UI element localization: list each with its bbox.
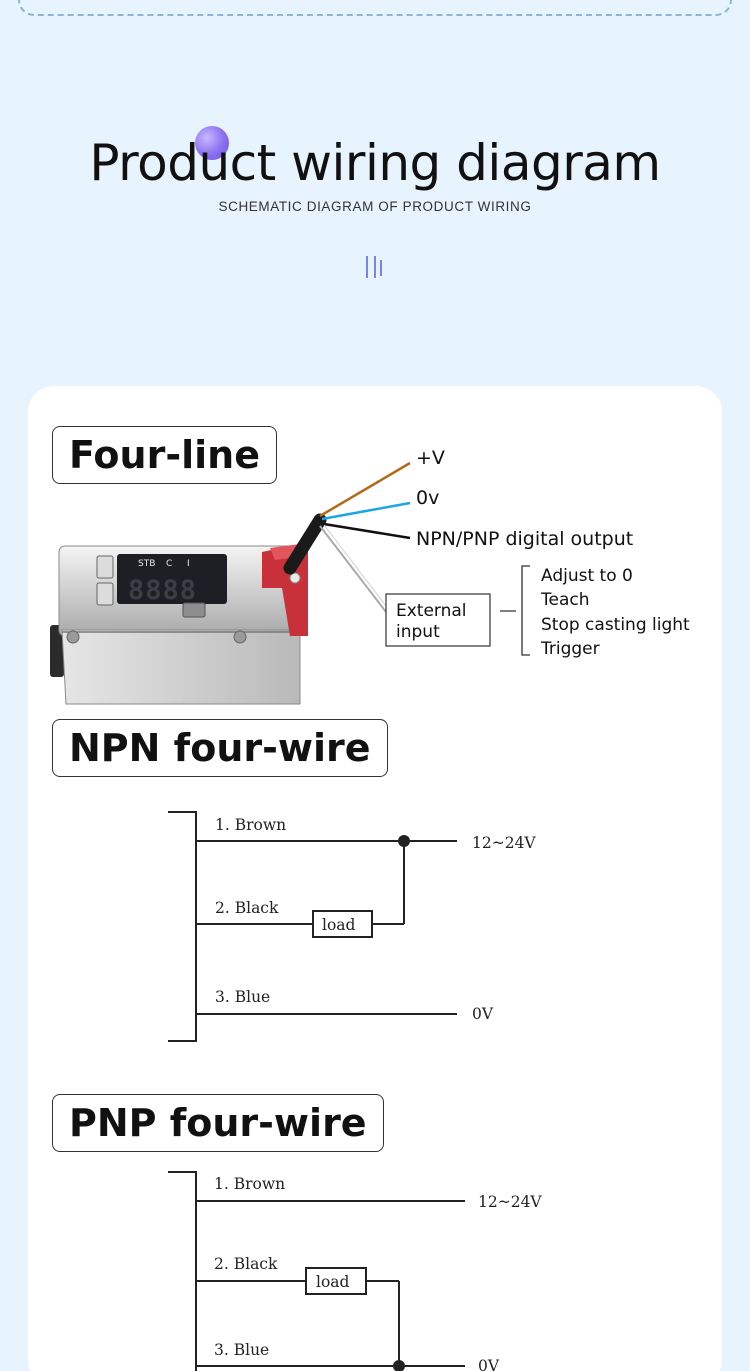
sensor-display xyxy=(117,554,227,604)
sensor-device: STB C I 8888 xyxy=(50,513,327,705)
display-label-i: I xyxy=(187,559,190,569)
npn-heading: NPN four-wire xyxy=(52,719,388,777)
npn-ground-label: 0V xyxy=(472,1005,494,1023)
wire-label-output: NPN/PNP digital output xyxy=(416,528,633,550)
pnp-load-label: load xyxy=(316,1273,350,1291)
decorative-bars-icon xyxy=(366,256,384,278)
function-stop: Stop casting light xyxy=(541,615,690,635)
function-adjust: Adjust to 0 xyxy=(541,566,633,586)
display-label-c: C xyxy=(166,559,172,569)
npn-schematic xyxy=(168,811,457,1042)
function-brace xyxy=(500,565,530,656)
decorative-orb xyxy=(195,126,229,160)
page-subtitle: SCHEMATIC DIAGRAM OF PRODUCT WIRING xyxy=(218,199,532,214)
npn-wire-blue: 3. Blue xyxy=(215,988,270,1006)
pnp-load-box xyxy=(305,1267,367,1295)
pnp-heading: PNP four-wire xyxy=(52,1094,384,1152)
npn-load-box xyxy=(312,910,373,938)
npn-wire-brown: 1. Brown xyxy=(215,816,286,834)
sensor-front xyxy=(61,629,301,705)
sensor-tab xyxy=(182,602,206,618)
screw-left xyxy=(66,630,80,644)
npn-junction xyxy=(398,835,410,847)
pnp-wire-brown: 1. Brown xyxy=(214,1175,285,1193)
npn-wire-black: 2. Black xyxy=(215,899,279,917)
display-digits: 8888 xyxy=(128,575,197,606)
sensor-lens-block xyxy=(50,625,64,677)
npn-supply-label: 12~24V xyxy=(472,834,536,852)
wire-label-zero-v: 0v xyxy=(416,487,439,509)
screw-right xyxy=(233,630,247,644)
wire-black xyxy=(323,522,411,540)
four-line-heading: Four-line xyxy=(52,426,277,484)
function-teach: Teach xyxy=(540,590,590,610)
cable xyxy=(283,513,327,575)
pnp-supply-label: 12~24V xyxy=(478,1193,542,1211)
external-input-box xyxy=(385,593,491,647)
external-input-line2: input xyxy=(396,622,440,642)
pnp-schematic xyxy=(168,1171,465,1371)
button-down xyxy=(96,582,114,606)
wire-brown xyxy=(319,461,411,518)
wire-gray xyxy=(319,525,387,613)
wire-blue xyxy=(321,501,411,521)
npn-load-label: load xyxy=(322,916,356,934)
display-label-stb: STB xyxy=(138,559,155,569)
pnp-ground-label: 0V xyxy=(478,1357,500,1371)
pnp-wire-blue: 3. Blue xyxy=(214,1341,269,1359)
pnp-junction xyxy=(393,1360,405,1371)
function-trigger: Trigger xyxy=(540,639,600,659)
pnp-wire-black: 2. Black xyxy=(214,1255,278,1273)
page-title: Product wiring diagram xyxy=(89,134,661,192)
external-input-line1: External xyxy=(396,601,467,621)
button-up xyxy=(96,555,114,579)
wire-label-plus-v: +V xyxy=(416,447,445,469)
